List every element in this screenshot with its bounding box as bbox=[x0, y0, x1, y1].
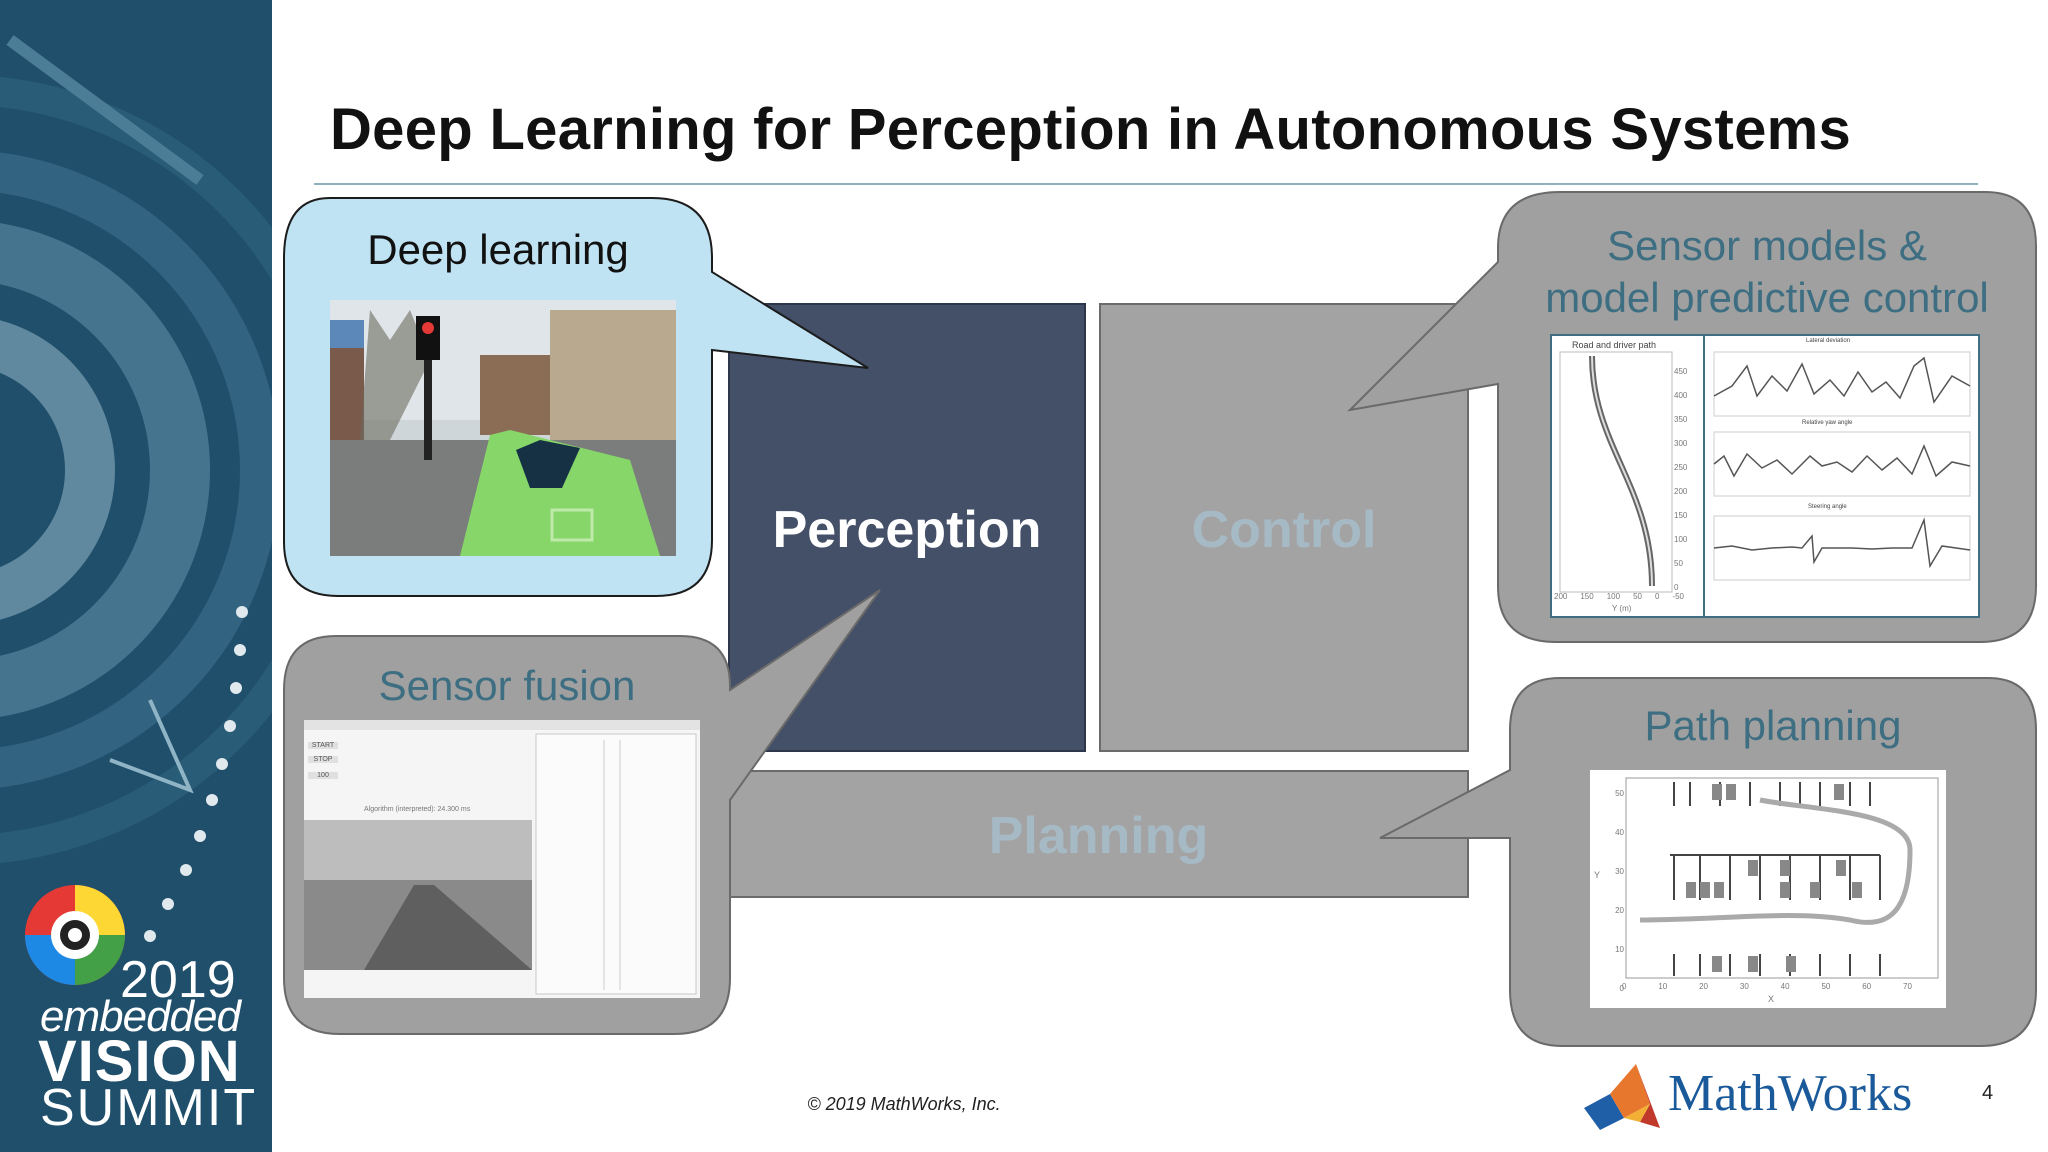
street-segmentation-image bbox=[330, 300, 676, 556]
sensor-models-title-line1: Sensor models & bbox=[1607, 222, 1927, 269]
road-xtick: 150 bbox=[1580, 592, 1594, 601]
path-xtick: 60 bbox=[1862, 982, 1872, 991]
summit-year: 2019 bbox=[120, 951, 236, 1009]
summit-line-vision: VISION bbox=[38, 1029, 241, 1094]
road-path-title: Road and driver path bbox=[1572, 340, 1657, 350]
road-ytick: 50 bbox=[1674, 559, 1683, 568]
path-xtick: 0 bbox=[1622, 982, 1627, 991]
parking-lot-plot bbox=[1625, 777, 1939, 979]
road-ytick: 150 bbox=[1674, 511, 1688, 520]
fusion-algorithm-label: Algorithm (interpreted): 24.300 ms bbox=[364, 806, 471, 813]
path-xtick: 40 bbox=[1780, 982, 1790, 991]
road-path-xlabel: Y (m) bbox=[1612, 604, 1632, 613]
summit-line-embedded: embedded bbox=[40, 992, 241, 1041]
road-xtick: -50 bbox=[1672, 592, 1684, 601]
path-xtick: 20 bbox=[1699, 982, 1709, 991]
path-xtick: 50 bbox=[1821, 982, 1831, 991]
road-xtick: 200 bbox=[1554, 592, 1568, 601]
copyright-text: © 2019 MathWorks, Inc. bbox=[807, 1094, 1001, 1114]
path-xticks: 0 10 20 30 40 50 60 70 bbox=[1622, 982, 1912, 991]
page-number: 4 bbox=[1982, 1082, 1994, 1104]
slide-title: Deep Learning for Perception in Autonomo… bbox=[330, 97, 1852, 162]
planning-block: Planning bbox=[728, 770, 1469, 898]
road-ytick: 0 bbox=[1674, 583, 1679, 592]
road-ytick: 100 bbox=[1674, 535, 1688, 544]
fusion-rate-field[interactable]: 100 bbox=[308, 772, 338, 779]
title-rule bbox=[314, 183, 1978, 185]
path-xtick: 10 bbox=[1658, 982, 1668, 991]
path-planning-title: Path planning bbox=[1644, 702, 1902, 749]
road-xtick: 100 bbox=[1606, 592, 1621, 601]
path-ytick: 30 bbox=[1615, 867, 1624, 876]
path-ytick: 40 bbox=[1615, 828, 1624, 837]
lateral-deviation-title: Lateral deviation bbox=[1806, 338, 1851, 344]
control-label: Control bbox=[1191, 501, 1377, 559]
fusion-start-button[interactable]: START bbox=[308, 742, 338, 749]
mathworks-wordmark: MathWorks bbox=[1668, 1065, 1913, 1122]
path-xtick: 30 bbox=[1739, 982, 1749, 991]
summit-logo-icon bbox=[25, 885, 125, 985]
road-path-xticks: 200 150 100 50 0 -50 bbox=[1554, 592, 1684, 601]
mpc-plot-graphics bbox=[1559, 336, 1971, 616]
path-ytick: 50 bbox=[1615, 789, 1624, 798]
mathworks-logo: MathWorks bbox=[1580, 1058, 1920, 1132]
road-ytick: 450 bbox=[1674, 367, 1688, 376]
path-xlabel: X bbox=[1768, 994, 1775, 1004]
path-ylabel: Y bbox=[1594, 870, 1601, 880]
deep-learning-title: Deep learning bbox=[367, 226, 629, 273]
steering-angle-title: Steering angle bbox=[1808, 504, 1847, 510]
road-ytick: 400 bbox=[1674, 391, 1688, 400]
path-planning-plot: 50 40 30 20 10 0 Y 0 10 20 30 40 50 60 7… bbox=[1590, 770, 1946, 1008]
road-ytick: 250 bbox=[1674, 463, 1688, 472]
road-path-yticks: 450 400 350 300 250 200 150 100 50 0 bbox=[1674, 360, 1702, 600]
path-yticks: 50 40 30 20 10 0 bbox=[1606, 774, 1624, 1008]
summit-logo: 2019 embedded VISION SUMMIT bbox=[20, 880, 260, 1137]
relative-yaw-title: Relative yaw angle bbox=[1802, 420, 1853, 426]
membrane-logo-icon bbox=[1584, 1064, 1660, 1130]
road-xtick: 0 bbox=[1654, 592, 1660, 601]
summit-line-summit: SUMMIT bbox=[40, 1079, 258, 1137]
planning-label: Planning bbox=[988, 807, 1209, 865]
fusion-stop-button[interactable]: STOP bbox=[308, 756, 338, 763]
path-xtick: 70 bbox=[1903, 982, 1912, 991]
sensor-fusion-app-frame bbox=[304, 720, 700, 998]
road-ytick: 300 bbox=[1674, 439, 1688, 448]
road-xtick: 50 bbox=[1633, 592, 1642, 601]
road-ytick: 200 bbox=[1674, 487, 1688, 496]
sensor-models-title-line2: model predictive control bbox=[1545, 274, 1989, 321]
path-ytick: 0 bbox=[1619, 984, 1624, 993]
decor-arcs bbox=[0, 35, 272, 942]
left-decor-band: 2019 embedded VISION SUMMIT bbox=[0, 0, 272, 1152]
sensor-fusion-app: START STOP 100 Algorithm (interpreted): … bbox=[304, 720, 700, 998]
road-ytick: 350 bbox=[1674, 415, 1688, 424]
street-scene-illustration bbox=[330, 300, 676, 556]
path-ytick: 10 bbox=[1615, 945, 1624, 954]
sensor-fusion-title: Sensor fusion bbox=[378, 662, 636, 709]
path-ytick: 20 bbox=[1615, 906, 1624, 915]
copyright-footer: © 2019 MathWorks, Inc. bbox=[0, 1094, 2048, 1115]
perception-label: Perception bbox=[772, 501, 1042, 559]
mpc-plots: Road and driver path Lateral deviation R… bbox=[1550, 334, 1980, 618]
